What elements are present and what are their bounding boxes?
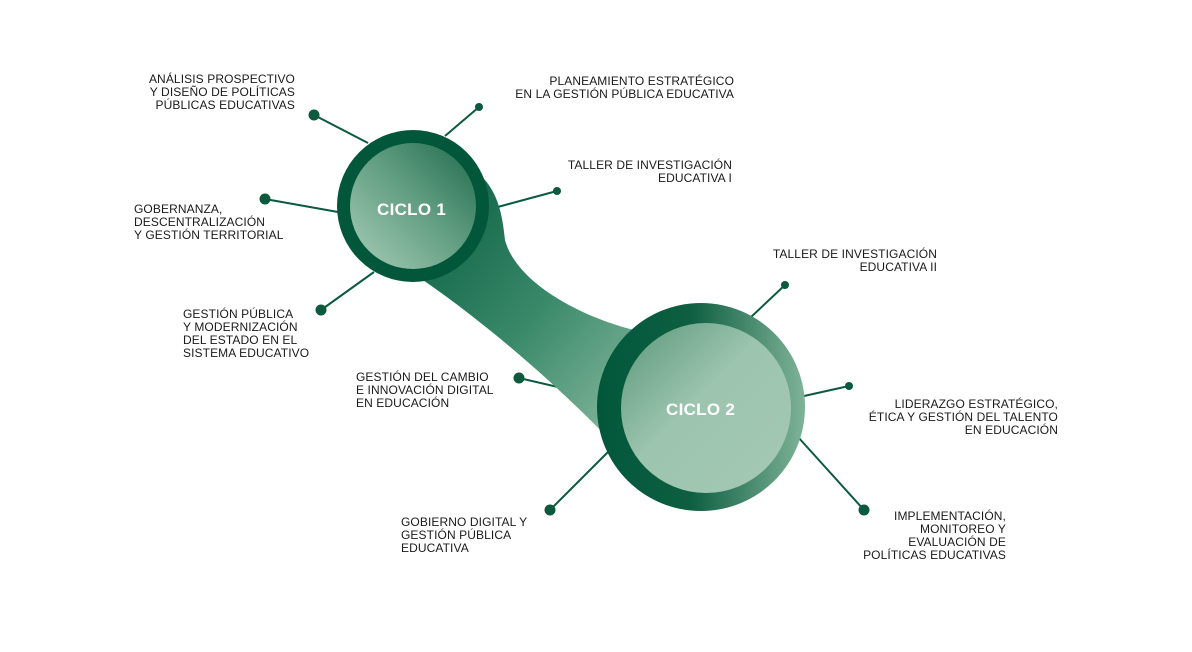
course-label-c2-2: GESTIÓN DEL CAMBIO E INNOVACIÓN DIGITAL … xyxy=(356,370,494,410)
course-label-c2-4: GOBIERNO DIGITAL Y GESTIÓN PÚBLICA EDUCA… xyxy=(401,515,528,555)
course-label-c1-2: PLANEAMIENTO ESTRATÉGICO EN LA GESTIÓN P… xyxy=(515,74,734,101)
connector-c1-2 xyxy=(444,103,483,137)
course-label-c2-5: IMPLEMENTACIÓN, MONITOREO Y EVALUACIÓN D… xyxy=(863,509,1006,562)
course-label-c2-3: LIDERAZGO ESTRATÉGICO, ÉTICA Y GESTIÓN D… xyxy=(868,397,1058,437)
connector-c2-1 xyxy=(749,281,789,319)
connector-c2-3 xyxy=(803,382,853,397)
connector-c1-1 xyxy=(308,109,369,144)
course-label-c1-4: GOBERNANZA, DESCENTRALIZACIÓN Y GESTIÓN … xyxy=(134,202,284,242)
connector-c2-4 xyxy=(544,449,611,516)
course-label-c2-1: TALLER DE INVESTIGACIÓN EDUCATIVA II xyxy=(772,247,937,274)
cycle-1-title: CICLO 1 xyxy=(377,200,447,219)
cycle-2-title: CICLO 2 xyxy=(666,400,736,419)
course-label-c1-3: TALLER DE INVESTIGACIÓN EDUCATIVA I xyxy=(567,158,732,185)
connector-c2-5 xyxy=(797,436,870,516)
course-label-c1-1: ANÁLISIS PROSPECTIVO Y DISEÑO DE POLÍTIC… xyxy=(148,72,295,112)
connector-c1-3 xyxy=(493,187,561,209)
connector-c1-4 xyxy=(259,193,339,213)
cycle-1-node xyxy=(337,130,489,282)
connector-c1-5 xyxy=(315,271,375,316)
cycle-2-node xyxy=(597,303,805,511)
course-label-c1-5: GESTIÓN PÚBLICA Y MODERNIZACIÓN DEL ESTA… xyxy=(183,307,310,360)
